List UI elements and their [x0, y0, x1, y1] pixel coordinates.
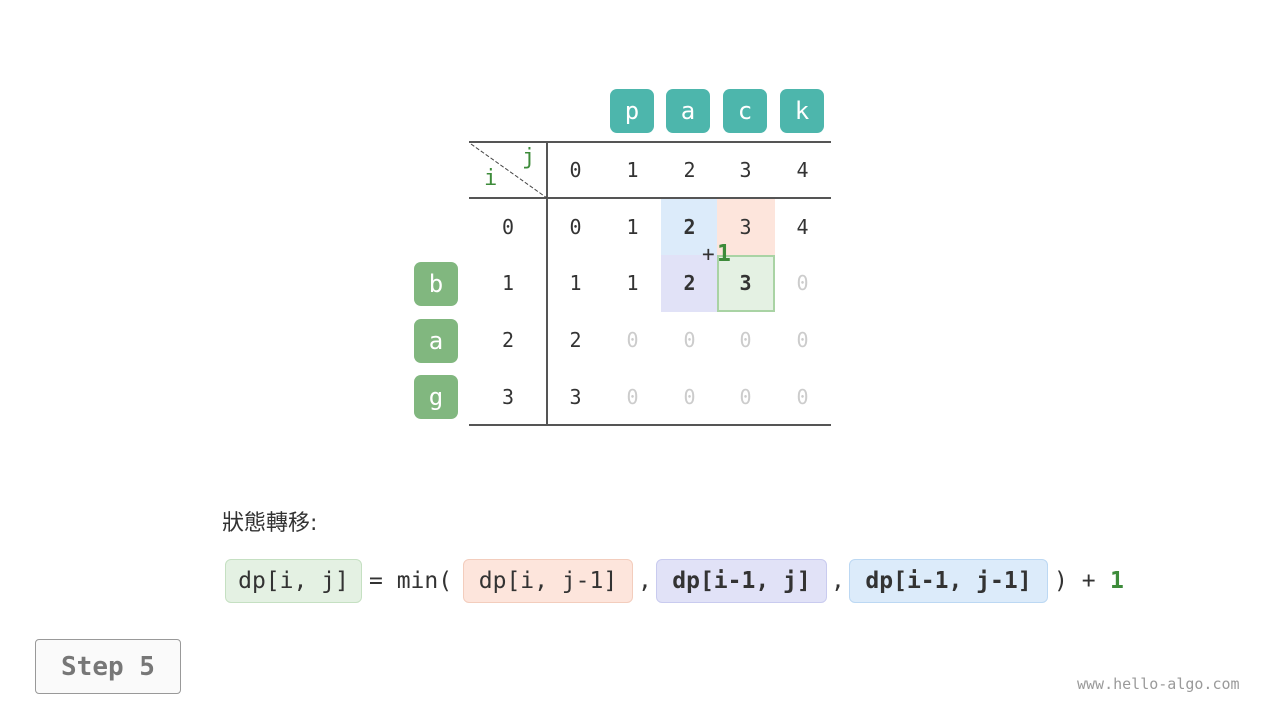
- formula-comma-1: ,: [638, 568, 652, 594]
- corner-diagonal: [470, 143, 547, 198]
- left-letter-b: b: [414, 262, 458, 306]
- formula-equals-min: = min(: [369, 568, 453, 594]
- top-letter-p: p: [610, 89, 654, 133]
- top-letter-a: a: [666, 89, 710, 133]
- grid-cell-0-0: 0: [569, 215, 582, 239]
- table-top-border: [469, 141, 831, 143]
- plus-one-annotation: 1: [717, 241, 731, 267]
- grid-cell-1-2: 2: [683, 271, 696, 295]
- formula-term-upleft-chip: dp[i-1, j-1]: [849, 559, 1048, 603]
- formula-close-plus: ) +: [1054, 568, 1096, 594]
- grid-cell-2-1: 0: [626, 328, 639, 352]
- highlight-upper-left-cell: [661, 199, 717, 255]
- col-index-3: 3: [739, 158, 752, 182]
- grid-cell-0-3: 3: [739, 215, 752, 239]
- grid-cell-0-2: 2: [683, 215, 696, 239]
- highlight-upper-cell: [717, 199, 775, 255]
- row-index-1: 1: [501, 271, 515, 295]
- watermark-text: www.hello-algo.com: [1077, 675, 1240, 693]
- left-letter-g: g: [414, 375, 458, 419]
- formula-target-chip: dp[i, j]: [225, 559, 362, 603]
- row-index-2: 2: [501, 328, 515, 352]
- formula-term-up-chip: dp[i-1, j]: [656, 559, 827, 603]
- grid-cell-3-2: 0: [683, 385, 696, 409]
- col-index-1: 1: [626, 158, 639, 182]
- row-index-0: 0: [501, 215, 515, 239]
- grid-cell-0-4: 4: [796, 215, 809, 239]
- table-header-divider: [469, 197, 831, 199]
- grid-cell-0-1: 1: [626, 215, 639, 239]
- highlight-current-cell: [717, 255, 775, 312]
- grid-cell-2-3: 0: [739, 328, 752, 352]
- grid-cell-1-1: 1: [626, 271, 639, 295]
- formula-term-left-chip: dp[i, j-1]: [463, 559, 633, 603]
- grid-cell-1-3: 3: [739, 271, 752, 295]
- grid-cell-2-0: 2: [569, 328, 582, 352]
- top-letter-c: c: [723, 89, 767, 133]
- table-index-divider: [546, 141, 548, 426]
- formula-comma-2: ,: [831, 568, 845, 594]
- highlight-left-cell: [661, 255, 717, 312]
- grid-cell-2-2: 0: [683, 328, 696, 352]
- top-letter-k: k: [780, 89, 824, 133]
- corner-col-label: j: [522, 145, 536, 170]
- grid-cell-2-4: 0: [796, 328, 809, 352]
- left-letter-a: a: [414, 319, 458, 363]
- grid-cell-1-0: 1: [569, 271, 582, 295]
- col-index-4: 4: [796, 158, 809, 182]
- grid-cell-3-0: 3: [569, 385, 582, 409]
- formula-title: 狀態轉移:: [222, 511, 318, 536]
- row-index-3: 3: [501, 385, 515, 409]
- grid-cell-3-1: 0: [626, 385, 639, 409]
- grid-cell-3-4: 0: [796, 385, 809, 409]
- col-index-0: 0: [569, 158, 582, 182]
- grid-cell-3-3: 0: [739, 385, 752, 409]
- corner-row-label: i: [484, 166, 498, 191]
- formula-plus-value: 1: [1110, 568, 1124, 594]
- step-button[interactable]: Step 5: [35, 639, 181, 694]
- grid-cell-1-4: 0: [796, 271, 809, 295]
- table-bottom-border: [469, 424, 831, 426]
- col-index-2: 2: [683, 158, 696, 182]
- plus-sign-annotation: +: [702, 242, 715, 266]
